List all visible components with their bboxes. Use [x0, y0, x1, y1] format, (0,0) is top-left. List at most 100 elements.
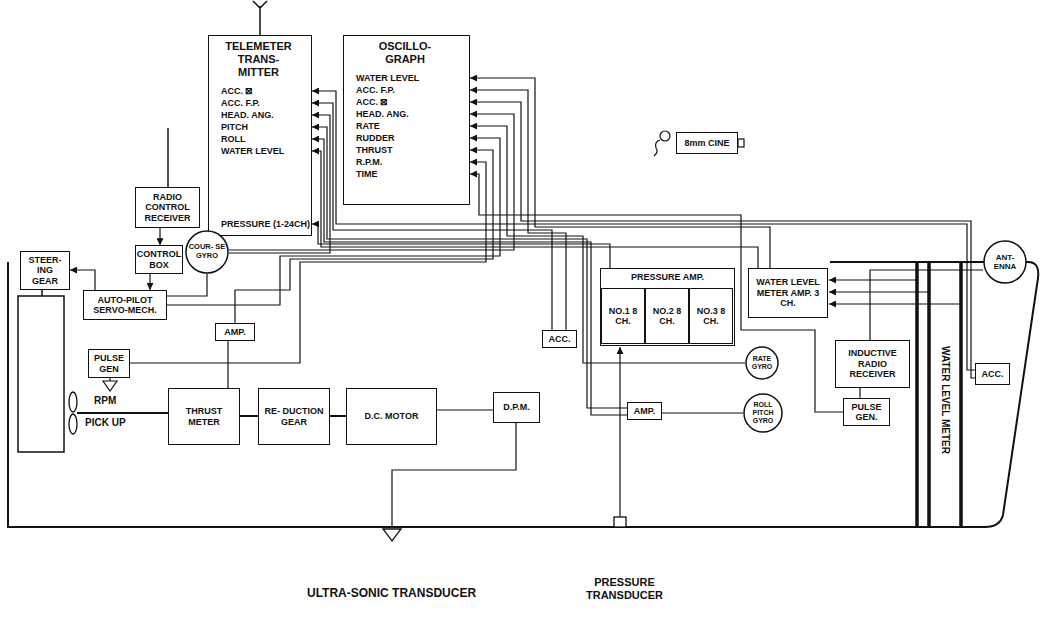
probe-wire [829, 291, 929, 292]
node-text: ACC. ⊠ [209, 85, 308, 97]
rudder [18, 296, 64, 452]
control-box: CONTROL BOX [135, 245, 183, 274]
signal-wire [470, 174, 843, 412]
dpm-box: D.P.M. [493, 392, 540, 423]
gyro-circle: ROLL PITCH GYRO [743, 393, 783, 433]
accelerometer-box: ACC. [542, 330, 577, 348]
node-text: TIME [344, 168, 466, 180]
amplifier-box: AMP. [627, 402, 662, 420]
circle-outline [744, 394, 782, 432]
node-text: THRUST METER [172, 406, 236, 427]
receiver-box: RADIO CONTROL RECEIVER [135, 187, 200, 228]
cine-reel [660, 131, 670, 141]
node-text: WATER LEVEL METER AMP. 3 CH. [752, 277, 824, 308]
node-text: ACC. [982, 369, 1004, 379]
signal-wire [662, 412, 743, 413]
hull-outline [8, 262, 1038, 527]
signal-wire [149, 274, 150, 290]
node-text: OSCILLO- GRAPH [367, 40, 443, 66]
gear-box: RE- DUCTION GEAR [258, 388, 330, 445]
node-text: COUR- SE GYRO [188, 243, 226, 260]
cine-lens [738, 139, 744, 147]
part-label: PRESSURE TRANSDUCER [575, 576, 674, 602]
motor-box: D.C. MOTOR [346, 388, 437, 445]
pulse-generator-box: PULSE GEN [88, 349, 130, 378]
telemeter-box: TELEMETER TRANS- MITTER ACC. ⊠ACC. F.P.HE… [208, 35, 312, 236]
circle-outline [186, 231, 228, 273]
node-text: RATE GYRO [748, 355, 776, 371]
signal-wire [470, 78, 770, 268]
propeller-blade [69, 414, 77, 434]
camera-box: 8mm CINE [676, 132, 738, 154]
node-text: D.C. MOTOR [365, 411, 419, 421]
rpm-pickup-symbol [103, 381, 117, 391]
signal-wire [167, 274, 207, 296]
channel-box: NO.2 8 CH. [645, 288, 689, 344]
node-text: PULSE GEN. [847, 402, 886, 423]
thrust-meter-box: THRUST METER [168, 388, 240, 445]
node-text: THRUST [344, 144, 466, 156]
telemeter-antenna [253, 1, 267, 35]
node-text: PULSE GEN [92, 353, 126, 374]
node-text: 8mm CINE [684, 138, 729, 148]
probe-label: WATER LEVEL METER [939, 344, 951, 456]
accelerometer-box: ACC. [975, 363, 1010, 385]
node-text: AMP. [634, 406, 655, 416]
signal-wire [859, 388, 860, 398]
node-text: RUDDER [344, 132, 466, 144]
propeller-blade [69, 392, 77, 412]
rudder-stock [41, 289, 43, 296]
node-text: ACC. F.P. [344, 84, 466, 96]
node-text: PITCH [209, 121, 308, 133]
node-text: HEAD. ANG. [209, 109, 308, 121]
pressure-wire [619, 347, 620, 517]
part-label: ULTRA-SONIC TRANSDUCER [305, 586, 478, 600]
signal-wire [470, 102, 975, 378]
oscillograph-box: OSCILLO- GRAPHWATER LEVELACC. F.P.ACC. ⊠… [343, 35, 470, 205]
node-text: RADIO CONTROL RECEIVER [139, 192, 196, 223]
node-text: ROLL PITCH GYRO [746, 401, 780, 425]
signal-wire [70, 270, 95, 290]
gyro-circle: COUR- SE GYRO [185, 230, 229, 274]
node-text: ACC. F.P. [209, 97, 308, 109]
node-text: PRESSURE (1-24CH) [209, 218, 308, 230]
node-text: INDUCTIVE RADIO RECEIVER [839, 348, 906, 379]
node-text: R.P.M. [344, 156, 466, 168]
signal-wire [159, 228, 160, 245]
channel-box: NO.1 8 CH. [601, 288, 645, 344]
node-text: STEER- ING GEAR [24, 255, 66, 286]
node-text: PRESSURE AMP. [631, 272, 704, 282]
circle-outline [746, 347, 778, 379]
node-text: ACC. [549, 334, 571, 344]
node-text: AMP. [224, 327, 245, 337]
node-text: CONTROL BOX [137, 249, 181, 270]
node-text: RATE [344, 120, 466, 132]
signal-wire [312, 224, 610, 268]
node-text: NO.1 8 CH. [605, 306, 641, 327]
circle-outline [984, 241, 1026, 283]
signal-wire [870, 270, 983, 340]
pressure-transducer-symbol [614, 517, 626, 527]
pulse-generator-box: PULSE GEN. [843, 398, 890, 427]
node-text: NO.3 8 CH. [693, 306, 729, 327]
node-text: WATER LEVEL [209, 145, 308, 157]
antenna-circle: ANT- ENNA [983, 240, 1027, 284]
receiver-box: INDUCTIVE RADIO RECEIVER [835, 340, 910, 388]
node-text: ACC. ⊠ [344, 96, 466, 108]
steering-box: STEER- ING GEAR [20, 251, 70, 290]
amplifier-box: AMP. [215, 323, 255, 341]
node-text: HEAD. ANG. [344, 108, 466, 120]
amplifier-box: WATER LEVEL METER AMP. 3 CH. [748, 268, 828, 318]
water-level-probe [917, 262, 961, 527]
amplifier-group: PRESSURE AMP. NO.1 8 CH. NO.2 8 CH. NO.3 8 … [600, 268, 735, 346]
probe-wire [829, 279, 917, 280]
probe-wire [829, 303, 961, 304]
autopilot-box: AUTO-PILOT SERVO-MECH. [83, 290, 167, 320]
node-text: D.P.M. [503, 402, 529, 412]
part-label: PICK UP [83, 417, 128, 429]
node-text: TELEMETER TRANS- MITTER [221, 40, 297, 79]
node-text: NO.2 8 CH. [649, 306, 685, 327]
channel-box: NO.3 8 CH. [689, 288, 733, 344]
gyro-circle: RATE GYRO [745, 346, 779, 380]
